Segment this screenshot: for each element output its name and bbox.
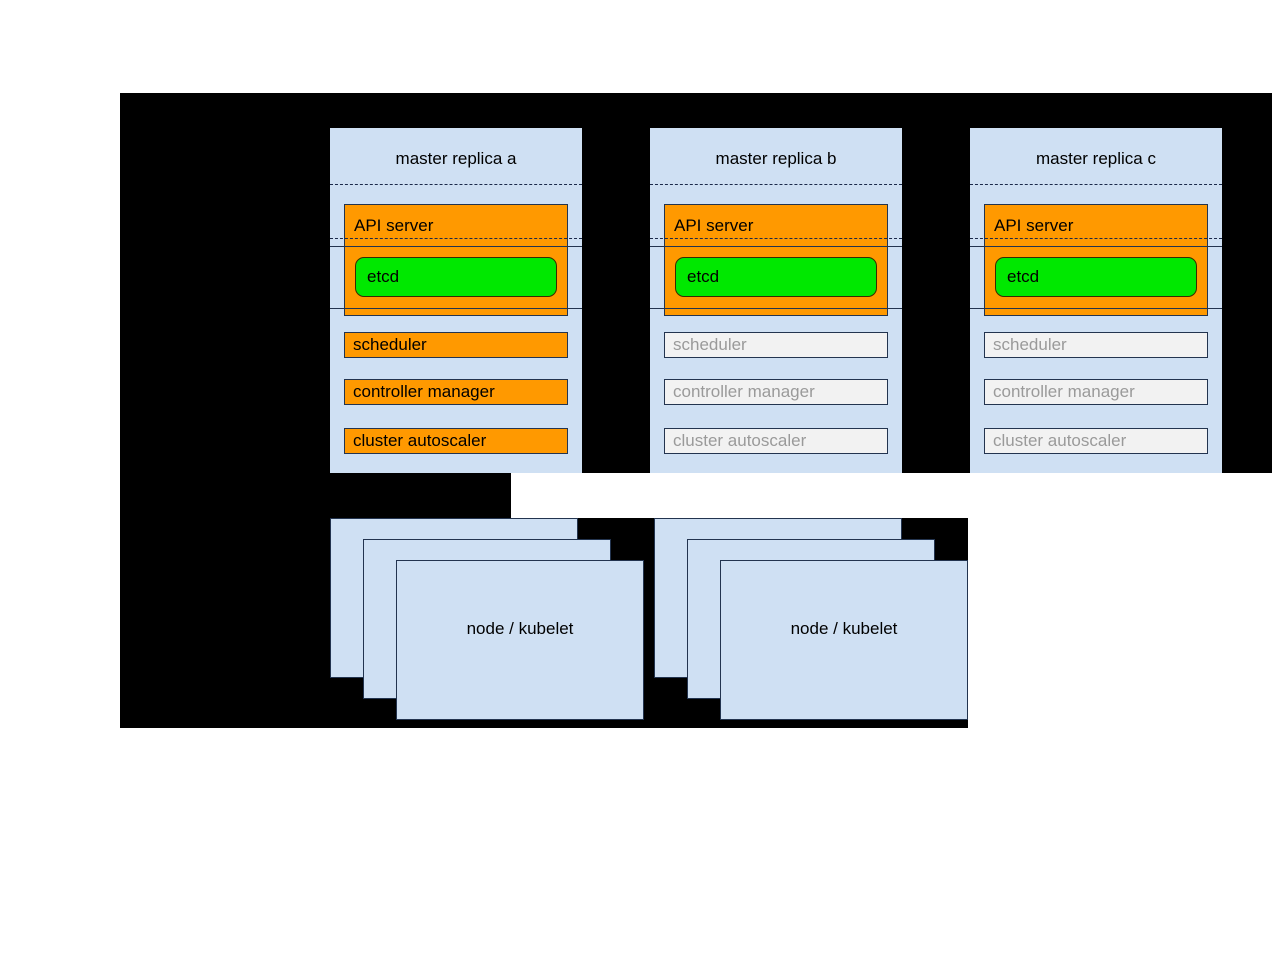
component-scheduler-a[interactable]: scheduler — [344, 332, 568, 358]
node-card-front[interactable]: node / kubelet — [396, 560, 644, 720]
component-scheduler-b[interactable]: scheduler — [664, 332, 888, 358]
master-replica-b-title: master replica b — [715, 149, 837, 168]
component-cluster-autoscaler-a[interactable]: cluster autoscaler — [344, 428, 568, 454]
component-scheduler-c[interactable]: scheduler — [984, 332, 1208, 358]
api-server-label-b: API server — [674, 216, 754, 235]
component-cluster-autoscaler-c[interactable]: cluster autoscaler — [984, 428, 1208, 454]
separator-solid-lower — [330, 308, 582, 309]
etcd-label-c: etcd — [1007, 267, 1040, 286]
api-server-label-c: API server — [994, 216, 1074, 235]
api-server-label-a: API server — [354, 216, 434, 235]
etcd-box-c[interactable]: etcd — [995, 257, 1197, 297]
separator-solid-upper — [330, 246, 582, 247]
node-kubelet-label-2: node / kubelet — [790, 619, 898, 638]
separator-dashed-middle — [970, 238, 1222, 239]
backdrop-plate-middle — [120, 473, 511, 518]
master-replica-c[interactable]: master replica c API server etcd schedul… — [970, 128, 1222, 473]
component-cluster-autoscaler-b[interactable]: cluster autoscaler — [664, 428, 888, 454]
separator-solid-lower — [650, 308, 902, 309]
component-controller-manager-c[interactable]: controller manager — [984, 379, 1208, 405]
separator-dashed-top — [650, 184, 902, 185]
node-card-front[interactable]: node / kubelet — [720, 560, 968, 720]
component-controller-manager-a[interactable]: controller manager — [344, 379, 568, 405]
separator-solid-upper — [650, 246, 902, 247]
separator-dashed-top — [970, 184, 1222, 185]
separator-dashed-middle — [650, 238, 902, 239]
component-controller-manager-b[interactable]: controller manager — [664, 379, 888, 405]
etcd-box-b[interactable]: etcd — [675, 257, 877, 297]
master-replica-a-title: master replica a — [395, 149, 517, 168]
separator-dashed-top — [330, 184, 582, 185]
etcd-label-b: etcd — [687, 267, 720, 286]
master-replica-b[interactable]: master replica b API server etcd schedul… — [650, 128, 902, 473]
separator-solid-lower — [970, 308, 1222, 309]
separator-solid-upper — [970, 246, 1222, 247]
master-replica-a[interactable]: master replica a API server etcd schedul… — [330, 128, 582, 473]
master-replica-c-title: master replica c — [1036, 149, 1156, 168]
etcd-box-a[interactable]: etcd — [355, 257, 557, 297]
separator-dashed-middle — [330, 238, 582, 239]
etcd-label-a: etcd — [367, 267, 400, 286]
node-kubelet-label-1: node / kubelet — [466, 619, 574, 638]
